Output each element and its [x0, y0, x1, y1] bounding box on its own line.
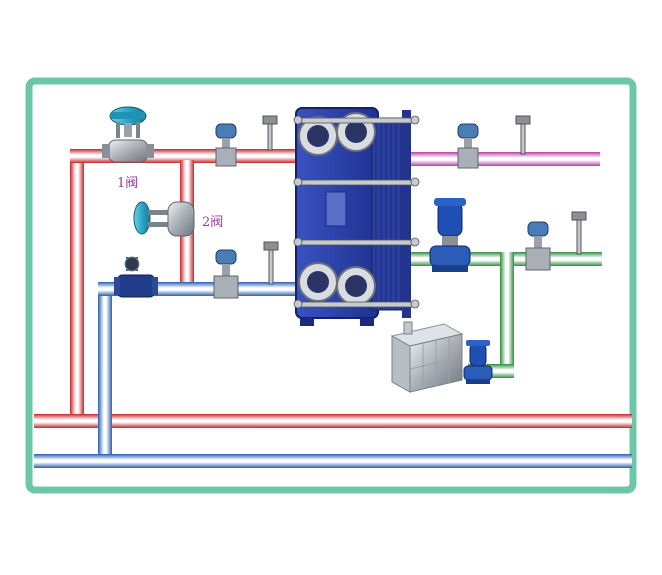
diagram-frame [25, 77, 637, 494]
temperature-sensor-icon [515, 115, 531, 155]
makeup-pump-icon [463, 340, 493, 384]
water-tank-icon [390, 321, 464, 393]
circulation-pump-icon [429, 198, 471, 272]
temperature-sensor-icon [571, 211, 587, 255]
valve-2-label: 2阀 [202, 215, 223, 230]
temperature-sensor-icon [263, 241, 279, 285]
flow-meter-icon [114, 256, 158, 298]
pressure-transmitter-icon [457, 123, 479, 169]
temperature-sensor-icon [262, 115, 278, 151]
pressure-transmitter-icon [213, 249, 239, 299]
control-valve-1-icon [102, 106, 154, 163]
hot-supply-riser [70, 149, 84, 425]
hot-main-pipe [34, 414, 632, 428]
plate-heat-exchanger [293, 107, 420, 326]
pressure-transmitter-icon [215, 123, 237, 167]
cold-return-riser [98, 282, 112, 465]
cold-main-pipe [34, 454, 632, 468]
valve-1-label: 1阀 [117, 176, 138, 191]
secondary-supply-pipe [400, 152, 600, 166]
makeup-riser [500, 252, 514, 378]
pressure-transmitter-icon [525, 221, 551, 271]
control-valve-2-icon [133, 201, 195, 237]
